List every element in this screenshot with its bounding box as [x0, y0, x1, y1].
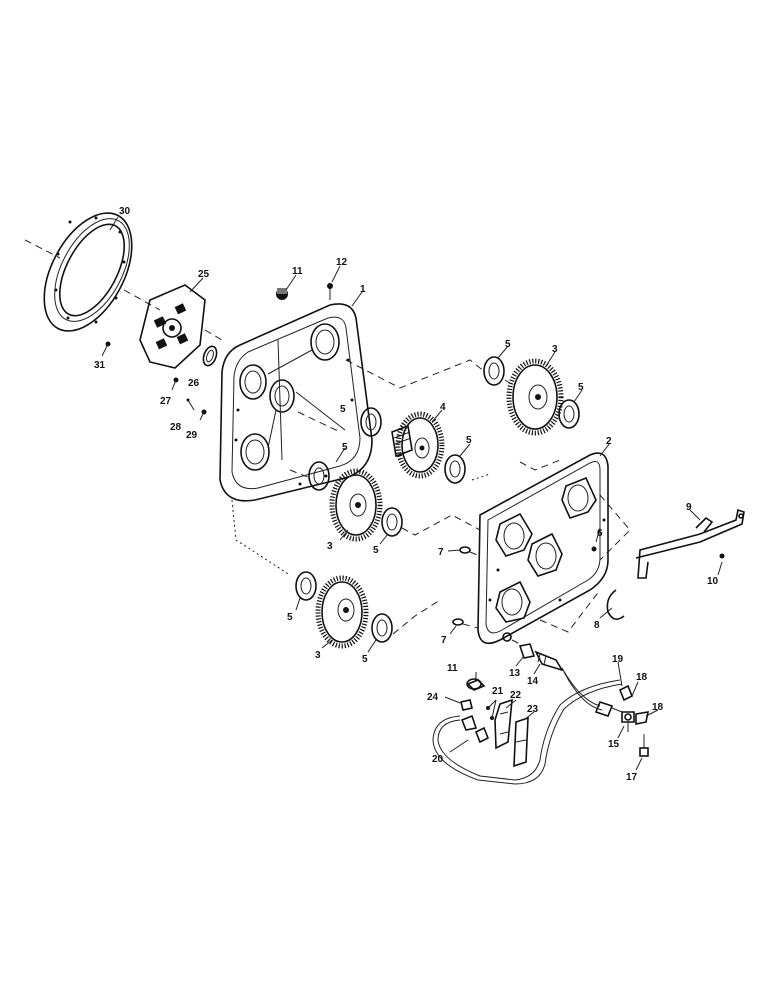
label-18-a: 18 [636, 672, 648, 683]
bearing-5-middle-left [360, 407, 382, 437]
label-8: 8 [594, 620, 600, 631]
gear-3-top [504, 358, 564, 436]
label-5-e: 5 [342, 442, 348, 453]
label-leader-lines [109, 216, 723, 771]
part-1-gear-housing [219, 283, 486, 576]
label-6: 6 [597, 528, 603, 539]
label-5-d: 5 [466, 435, 472, 446]
part-8-snap-ring [606, 589, 625, 620]
label-3-b: 3 [327, 541, 333, 552]
bearing-5-middle-low [308, 461, 330, 491]
part-25-coupling-plate [139, 284, 223, 369]
label-3-a: 3 [552, 344, 558, 355]
label-5-h: 5 [362, 654, 368, 665]
label-20: 20 [432, 754, 444, 765]
assembly-leader-lines [392, 459, 631, 635]
label-10: 10 [707, 576, 719, 587]
label-21: 21 [492, 686, 504, 697]
label-14: 14 [527, 676, 539, 687]
label-11-top: 11 [292, 266, 303, 277]
label-29: 29 [186, 430, 198, 441]
bearing-5-top-right [483, 356, 505, 386]
label-22: 22 [510, 690, 522, 701]
hose-fitting-13-14 [511, 639, 564, 672]
label-15: 15 [608, 739, 620, 750]
pins-6-7 [452, 546, 597, 629]
part-number-labels: 30 25 31 26 27 28 29 11 12 1 5 3 5 4 5 5… [94, 206, 719, 783]
label-30: 30 [119, 206, 131, 217]
bearing-5-bottom-left [295, 571, 317, 601]
parts-11-20-24 [460, 678, 529, 768]
label-23: 23 [527, 704, 539, 715]
label-5-b: 5 [340, 404, 346, 415]
label-28: 28 [170, 422, 182, 433]
part-30-ring-flange [24, 212, 161, 332]
part-9-10-bracket [635, 508, 745, 579]
label-9: 9 [686, 502, 692, 513]
gear-3-middle [329, 468, 383, 542]
fasteners-31-27-28-29 [101, 341, 207, 421]
label-5-f: 5 [373, 545, 379, 556]
label-26: 26 [188, 378, 200, 389]
gear-3-bottom [315, 575, 369, 649]
label-5-a: 5 [505, 339, 511, 350]
hose-lines [432, 667, 623, 785]
label-24: 24 [427, 692, 439, 703]
label-19: 19 [612, 654, 624, 665]
label-31: 31 [94, 360, 106, 371]
gear-4-shaft-gear [391, 411, 445, 479]
label-12: 12 [336, 257, 348, 268]
label-18-b: 18 [652, 702, 664, 713]
bearing-5-right-of-gear-4 [444, 454, 466, 484]
label-7-a: 7 [438, 547, 444, 558]
label-4: 4 [440, 402, 446, 413]
bearing-5-right-of-top-gear [558, 399, 580, 429]
label-2: 2 [606, 436, 612, 447]
label-5-c: 5 [578, 382, 584, 393]
fittings-15-19 [594, 684, 650, 757]
label-13: 13 [509, 668, 521, 679]
label-3-c: 3 [315, 650, 321, 661]
label-17: 17 [626, 772, 638, 783]
label-11-bottom: 11 [447, 663, 458, 674]
label-27: 27 [160, 396, 172, 407]
label-5-g: 5 [287, 612, 293, 623]
label-25: 25 [198, 269, 210, 280]
part-2-cover-plate [477, 452, 609, 645]
bearing-5-bottom-right [371, 613, 393, 643]
label-7-b: 7 [441, 635, 447, 646]
part-26-ring [202, 345, 218, 367]
label-1: 1 [360, 284, 366, 295]
bearing-5-right-of-middle-gear [381, 507, 403, 537]
